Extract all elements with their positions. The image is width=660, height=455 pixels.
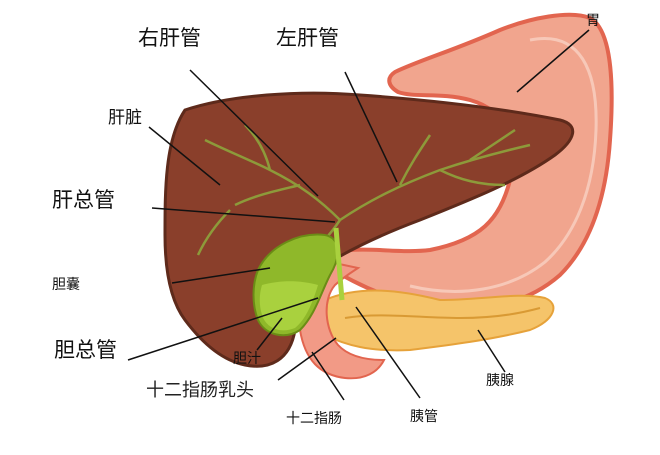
label-common-bile-duct: 胆总管 (54, 338, 117, 362)
label-liver: 肝脏 (108, 108, 142, 128)
label-pancreas: 胰腺 (486, 373, 514, 389)
label-gallbladder: 胆囊 (52, 277, 80, 293)
pancreas-shape (314, 289, 555, 352)
leader-lines (127, 29, 590, 401)
bile-fill (259, 281, 318, 331)
label-bile: 胆汁 (233, 351, 261, 367)
label-duodenum: 十二指肠 (286, 411, 342, 427)
pancreatic-duct-line (344, 307, 541, 320)
hepatic-duct-network (196, 124, 531, 256)
label-left-hepatic-duct: 左肝管 (276, 26, 339, 50)
label-pancreatic-duct: 胰管 (410, 409, 438, 425)
label-right-hepatic-duct: 右肝管 (138, 26, 201, 50)
label-common-hepatic-duct: 肝总管 (52, 188, 115, 212)
label-duodenal-papilla: 十二指肠乳头 (146, 380, 254, 401)
common-bile-duct-shape (333, 227, 345, 301)
stomach-inner-line (409, 37, 598, 293)
label-stomach: 胃 (586, 13, 600, 29)
